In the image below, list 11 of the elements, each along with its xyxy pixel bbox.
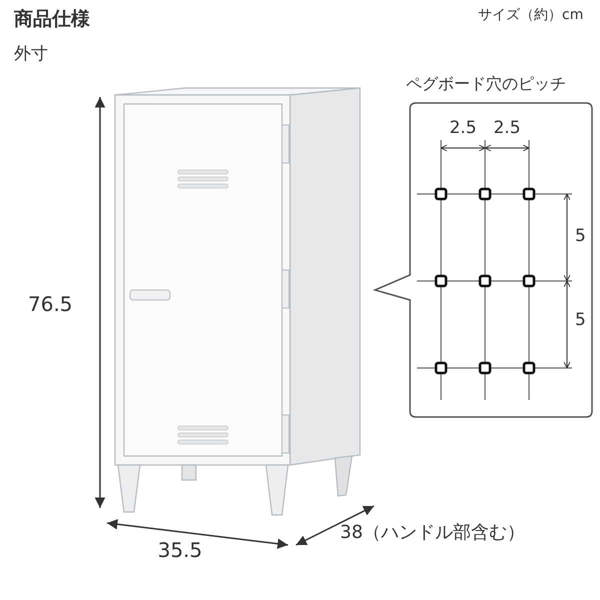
- dimension-label: 38（ハンドル部含む）: [340, 521, 525, 544]
- dimension-label: 5: [575, 226, 586, 246]
- title: 商品仕様: [14, 7, 90, 32]
- dimension-label: 76.5: [28, 292, 73, 316]
- dimension-label: 5: [575, 310, 586, 330]
- section-heading: 外寸: [14, 43, 48, 65]
- callout-heading: ペグボード穴のピッチ: [406, 74, 566, 95]
- dimension-label: 2.5: [449, 118, 477, 138]
- size-unit-note: サイズ（約）cm: [478, 6, 584, 24]
- dimension-label: 2.5: [493, 118, 521, 138]
- dimension-label: 35.5: [158, 538, 202, 562]
